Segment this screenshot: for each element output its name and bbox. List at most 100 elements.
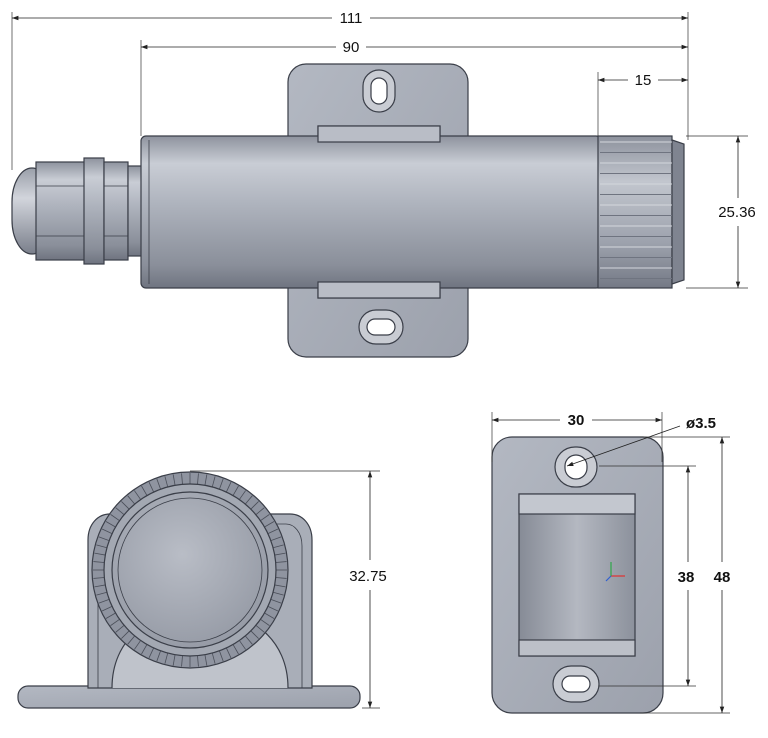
rim-tooth xyxy=(172,474,176,486)
mount-hole-top xyxy=(362,69,396,113)
rim-tooth xyxy=(101,528,113,535)
rim-tooth xyxy=(134,640,142,650)
cable-gland xyxy=(11,157,143,265)
dim-body-diameter: 25.36 xyxy=(686,135,756,289)
rim-tooth xyxy=(272,544,284,549)
rim-tooth xyxy=(93,577,105,579)
dim-bracket-height-label: 48 xyxy=(714,569,731,586)
rim-tooth xyxy=(232,485,239,496)
rim-tooth xyxy=(197,473,199,485)
rim-tooth xyxy=(219,478,224,490)
dim-body-length: 90 xyxy=(140,39,688,136)
rim-tooth xyxy=(148,481,155,493)
rim-tooth xyxy=(260,514,270,522)
rim-tooth xyxy=(255,507,265,516)
rim-tooth xyxy=(110,618,120,626)
rim-tooth xyxy=(148,647,155,659)
front-view xyxy=(17,471,361,709)
top-view xyxy=(11,63,685,358)
rim-tooth xyxy=(96,591,108,596)
dim-bracket-width-label: 30 xyxy=(568,412,585,429)
base-plate xyxy=(17,685,361,709)
dim-height-label: 32.75 xyxy=(349,568,387,585)
rim-tooth xyxy=(250,630,259,639)
rim-tooth xyxy=(121,501,130,510)
rim-tooth xyxy=(225,481,232,493)
dim-hole-diameter-label: ø3.5 xyxy=(686,415,716,432)
bracket-channel xyxy=(518,493,636,657)
rim-tooth xyxy=(101,605,113,612)
rim-tooth xyxy=(105,521,116,528)
rim-tooth xyxy=(141,644,148,655)
dim-height: 32.75 xyxy=(190,470,387,709)
dim-bracket-height: 48 xyxy=(640,436,731,714)
rim-tooth xyxy=(164,476,169,488)
dim-hole-diameter: ø3.5 xyxy=(566,415,716,467)
rim-tooth xyxy=(211,476,216,488)
rim-tooth xyxy=(94,552,106,556)
rim-tooth xyxy=(181,655,183,667)
rim-tooth xyxy=(141,485,148,496)
rim-tooth xyxy=(274,584,286,588)
rim-tooth xyxy=(274,552,286,556)
rim-tooth xyxy=(164,652,169,664)
rim-tooth xyxy=(267,528,279,535)
diameter-symbol: ø xyxy=(686,415,696,432)
rim-tooth xyxy=(127,635,136,645)
rim-tooth xyxy=(270,536,282,541)
rim-tooth xyxy=(264,521,275,528)
rim-tooth xyxy=(105,612,116,619)
rim-tooth xyxy=(127,495,136,505)
bracket-hole-bottom xyxy=(552,665,600,703)
rim-tooth xyxy=(115,624,125,633)
mount-hole-bottom xyxy=(358,309,404,345)
rim-tooth xyxy=(270,599,282,604)
rim-tooth xyxy=(264,612,275,619)
rim-tooth xyxy=(244,495,253,505)
dim-slot-height: 38 xyxy=(599,465,696,687)
dim-body-diameter-label: 25.36 xyxy=(718,204,756,221)
rim-tooth xyxy=(115,507,125,516)
rim-tooth xyxy=(204,474,208,486)
rim-tooth xyxy=(250,501,259,510)
rim-tooth xyxy=(96,544,108,549)
rim-tooth xyxy=(267,605,279,612)
dim-overall-length: 111 xyxy=(11,10,689,170)
sensor-body xyxy=(140,135,602,289)
rim-tooth xyxy=(98,599,110,604)
cap-face xyxy=(111,491,269,649)
dim-bracket-width: 30 xyxy=(491,412,663,462)
rim-tooth xyxy=(232,644,239,655)
rim-tooth xyxy=(181,473,183,485)
sensor-cap xyxy=(597,135,685,289)
rim-tooth xyxy=(275,577,287,579)
rim-tooth xyxy=(197,655,199,667)
rim-tooth xyxy=(94,584,106,588)
dim-cap-length-label: 15 xyxy=(635,72,652,89)
rim-tooth xyxy=(244,635,253,645)
rim-tooth xyxy=(272,591,284,596)
rim-tooth xyxy=(238,490,246,500)
bracket-hole-top xyxy=(554,446,598,488)
rim-tooth xyxy=(225,647,232,659)
rim-tooth xyxy=(134,490,142,500)
rim-tooth xyxy=(238,640,246,650)
axis-triad-icon xyxy=(605,562,625,582)
dim-body-length-label: 90 xyxy=(343,39,360,56)
rim-tooth xyxy=(93,561,105,563)
rim-tooth xyxy=(156,478,161,490)
rim-tooth xyxy=(110,514,120,522)
rim-tooth xyxy=(204,654,208,666)
rim-tooth xyxy=(219,650,224,662)
rim-tooth xyxy=(98,536,110,541)
rim-tooth xyxy=(255,624,265,633)
dim-slot-height-label: 38 xyxy=(678,569,695,586)
rim-tooth xyxy=(211,652,216,664)
rim-tooth xyxy=(172,654,176,666)
rim-tooth xyxy=(156,650,161,662)
dim-cap-length: 15 xyxy=(597,72,688,136)
dim-overall-length-label: 111 xyxy=(340,10,363,27)
bracket-view xyxy=(491,436,664,714)
rim-tooth xyxy=(121,630,130,639)
